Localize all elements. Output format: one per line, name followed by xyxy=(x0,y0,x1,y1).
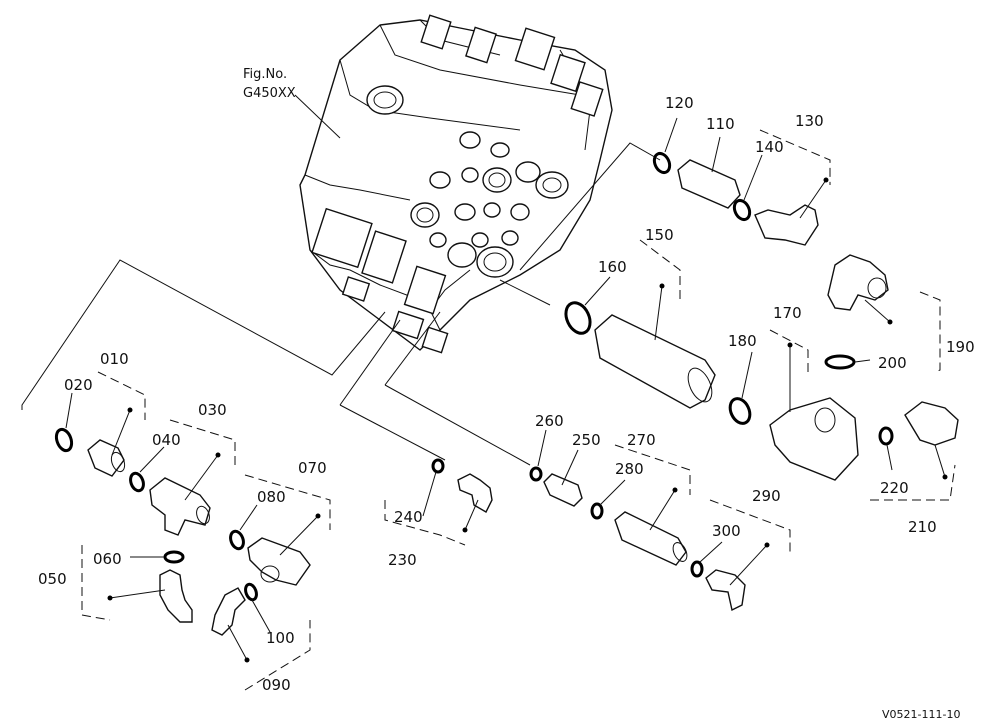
part-label-020: 020 xyxy=(64,376,93,394)
part-label-120: 120 xyxy=(665,94,694,112)
oring-260 xyxy=(529,466,543,482)
elbow-230 xyxy=(457,473,493,513)
part-label-270: 270 xyxy=(627,431,656,449)
figure-label-line2: G450XX xyxy=(243,86,296,101)
part-label-050: 050 xyxy=(38,570,67,588)
oring-080 xyxy=(229,529,245,551)
part-label-080: 080 xyxy=(257,488,286,506)
oring-160 xyxy=(564,301,592,335)
oring-240 xyxy=(431,458,445,474)
connection-lines xyxy=(21,142,661,466)
part-label-200: 200 xyxy=(878,354,907,372)
part-label-230: 230 xyxy=(388,551,417,569)
oring-220 xyxy=(878,426,894,446)
part-number-labels: 010 020 030 040 050 060 070 080 090 100 … xyxy=(38,94,975,694)
part-label-070: 070 xyxy=(298,459,327,477)
oring-200 xyxy=(824,354,856,370)
extension-270 xyxy=(614,511,687,566)
group-brackets xyxy=(81,129,956,691)
oring-140 xyxy=(732,198,752,222)
part-label-180: 180 xyxy=(728,332,757,350)
part-label-110: 110 xyxy=(706,115,735,133)
oring-100 xyxy=(244,582,258,602)
part-label-280: 280 xyxy=(615,460,644,478)
part-label-160: 160 xyxy=(598,258,627,276)
part-label-060: 060 xyxy=(93,550,122,568)
fittings-center xyxy=(431,458,746,612)
figure-label: Fig.No. G450XX xyxy=(243,67,341,139)
oring-280 xyxy=(590,502,604,520)
control-valve-assembly xyxy=(299,14,613,354)
oring-060 xyxy=(163,550,185,564)
oring-020 xyxy=(54,427,74,453)
elbow-130 xyxy=(754,204,819,246)
part-label-100: 100 xyxy=(266,629,295,647)
part-label-300: 300 xyxy=(712,522,741,540)
part-label-260: 260 xyxy=(535,412,564,430)
part-label-030: 030 xyxy=(198,401,227,419)
elbow-290 xyxy=(705,569,746,612)
elbow-190 xyxy=(827,254,889,311)
part-label-040: 040 xyxy=(152,431,181,449)
oring-180 xyxy=(728,397,752,425)
fittings-left xyxy=(54,427,311,636)
part-label-140: 140 xyxy=(755,138,784,156)
adapter-210 xyxy=(904,401,959,446)
adapter-110 xyxy=(677,159,741,209)
oring-040 xyxy=(129,471,145,493)
drawing-code: V0521-111-10 xyxy=(882,708,960,721)
block-170 xyxy=(769,397,859,481)
tee-070 xyxy=(247,537,311,586)
part-label-190: 190 xyxy=(946,338,975,356)
part-label-010: 010 xyxy=(100,350,129,368)
part-label-220: 220 xyxy=(880,479,909,497)
extension-150 xyxy=(594,314,716,409)
part-label-150: 150 xyxy=(645,226,674,244)
part-label-250: 250 xyxy=(572,431,601,449)
part-label-130: 130 xyxy=(795,112,824,130)
oring-300 xyxy=(690,560,704,578)
part-label-170: 170 xyxy=(773,304,802,322)
leader-lines xyxy=(65,117,948,663)
elbow-050 xyxy=(159,569,193,623)
part-label-290: 290 xyxy=(752,487,781,505)
part-label-090: 090 xyxy=(262,676,291,694)
tee-030 xyxy=(149,477,211,536)
elbow-090 xyxy=(211,587,246,636)
fittings-right xyxy=(564,151,959,481)
adapter-010 xyxy=(87,439,125,477)
oring-120 xyxy=(652,151,672,175)
part-label-240: 240 xyxy=(394,508,423,526)
part-label-210: 210 xyxy=(908,518,937,536)
figure-label-line1: Fig.No. xyxy=(243,67,287,82)
adapter-250 xyxy=(543,473,583,507)
